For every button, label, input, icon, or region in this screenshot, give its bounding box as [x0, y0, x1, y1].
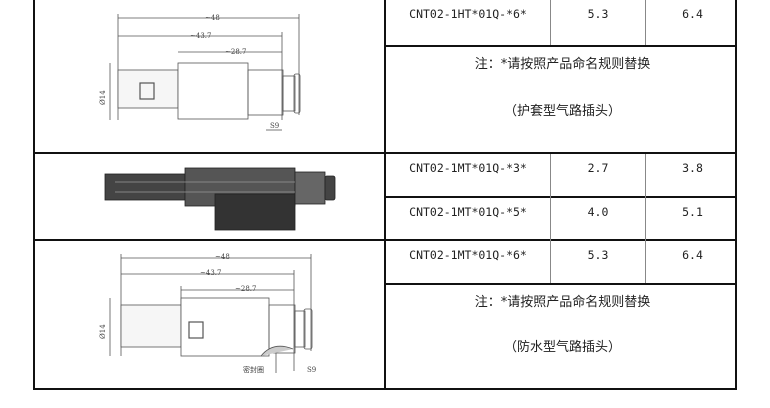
- value-cell: 6.4: [682, 248, 703, 262]
- note-cell: 注：*请按照产品命名规则替换 （防水型气路插头）: [386, 285, 739, 388]
- drawing-waterproof-plug: ~48 ~43.7 ~28.7 Ø14 S9 密封圈: [35, 241, 384, 388]
- svg-text:S9: S9: [270, 122, 279, 130]
- value-cell: 3.8: [682, 161, 703, 175]
- svg-text:Ø14: Ø14: [99, 324, 107, 339]
- svg-text:~48: ~48: [205, 14, 220, 22]
- value-cell: 2.7: [587, 161, 609, 175]
- seal-ring-label: 密封圈: [243, 365, 264, 374]
- svg-text:~43.7: ~43.7: [190, 32, 211, 40]
- note-cell: 注：*请按照产品命名规则替换 （护套型气路插头）: [386, 47, 739, 152]
- value-cell: 6.4: [682, 7, 703, 21]
- waterproof-plug-drawing: ~48 ~43.7 ~28.7 Ø14 S9 密封圈: [99, 253, 316, 374]
- spec-table: ~48 ~43.7 ~28.7 Ø14 S9 CNT02-1HT*01Q-*6*…: [33, 0, 737, 390]
- value-cell: 5.3: [587, 248, 609, 262]
- drawing-sheathed-plug: ~48 ~43.7 ~28.7 Ø14 S9: [35, 0, 384, 152]
- value-cell: 4.0: [587, 205, 609, 219]
- note-subtitle: （护套型气路插头）: [503, 104, 621, 119]
- cross-section-drawing: [104, 167, 336, 231]
- model-cell: CNT02-1HT*01Q-*6*: [409, 7, 527, 21]
- model-cell: CNT02-1MT*01Q-*5*: [409, 205, 527, 219]
- svg-text:~48: ~48: [215, 253, 230, 261]
- svg-text:~28.7: ~28.7: [225, 48, 246, 56]
- note-subtitle: （防水型气路插头）: [503, 340, 621, 355]
- svg-text:S9: S9: [307, 366, 316, 374]
- model-cell: CNT02-1MT*01Q-*3*: [409, 161, 527, 175]
- model-cell: CNT02-1MT*01Q-*6*: [409, 248, 527, 262]
- svg-text:Ø14: Ø14: [99, 90, 107, 105]
- svg-text:~28.7: ~28.7: [235, 285, 256, 293]
- drawing-cross-section: [35, 154, 384, 239]
- note-line: 注：*请按照产品命名规则替换: [474, 57, 651, 72]
- svg-text:~43.7: ~43.7: [200, 269, 221, 277]
- note-line: 注：*请按照产品命名规则替换: [474, 295, 651, 310]
- sheathed-plug-drawing: ~48 ~43.7 ~28.7 Ø14 S9: [99, 14, 301, 131]
- value-cell: 5.3: [587, 7, 609, 21]
- value-cell: 5.1: [682, 205, 703, 219]
